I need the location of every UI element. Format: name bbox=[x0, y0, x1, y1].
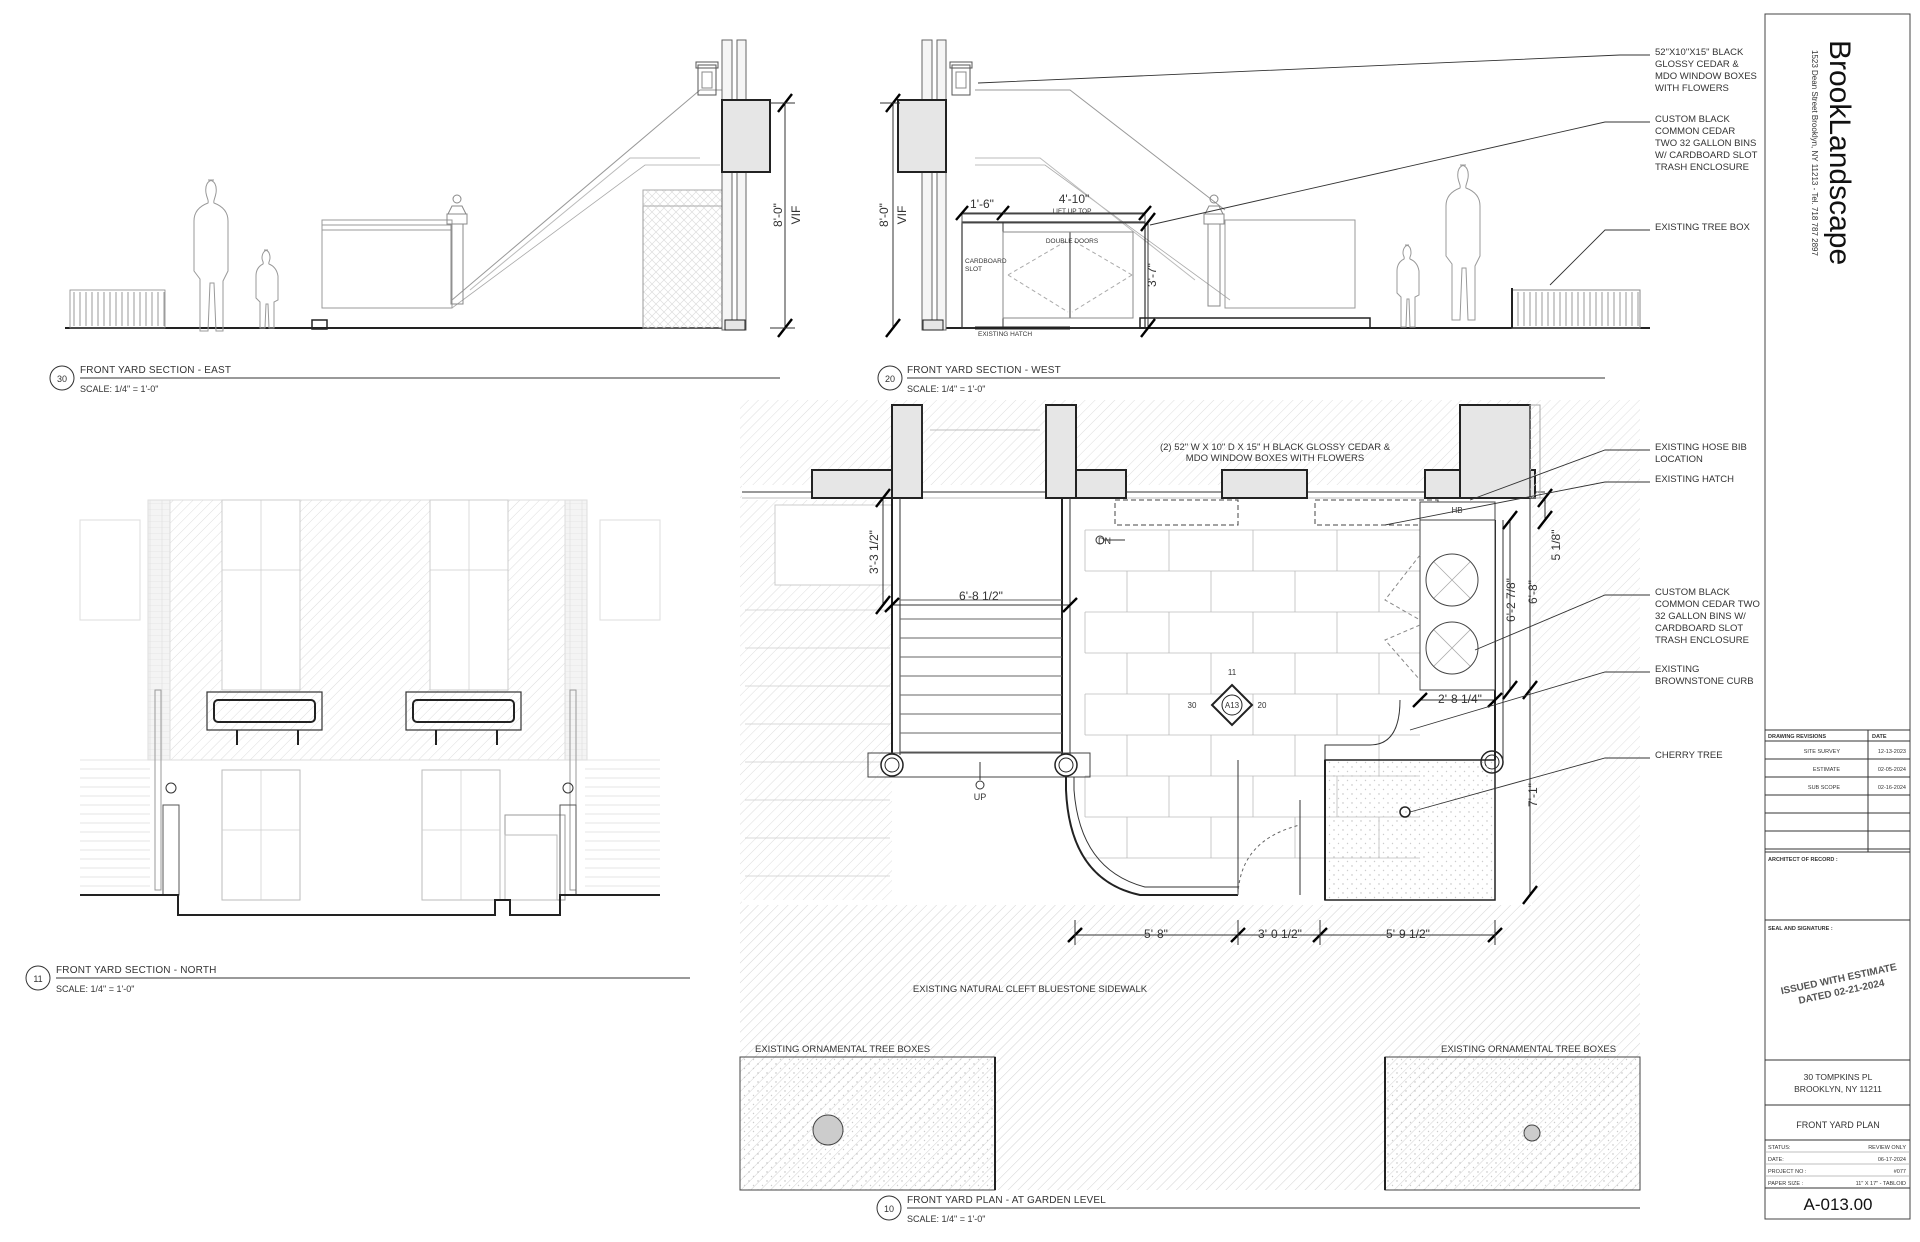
info-value: 06-17-2024 bbox=[1878, 1157, 1906, 1163]
cardboard-slot-label-1: CARDBOARD bbox=[965, 258, 1007, 265]
section-key-left: 30 bbox=[1188, 701, 1197, 710]
plan-3-0-dim: 3'-0 1/2" bbox=[1258, 927, 1302, 941]
callout-line: MDO WINDOW BOXES bbox=[1655, 71, 1757, 82]
callout-line: CUSTOM BLACK bbox=[1655, 114, 1730, 125]
callout-line: CHERRY TREE bbox=[1655, 750, 1723, 761]
lift-up-top-label: LIFT UP TOP bbox=[1053, 208, 1092, 215]
west-3-7-dim: 3'-7" bbox=[1145, 263, 1159, 287]
info-label: PROJECT NO : bbox=[1768, 1169, 1807, 1175]
existing-hatch-small-label: EXISTING HATCH bbox=[978, 331, 1032, 338]
plan-view-scale: SCALE: 1/4" = 1'-0" bbox=[907, 1214, 985, 1224]
callout-line: LOCATION bbox=[1655, 454, 1703, 465]
up-label: UP bbox=[974, 792, 987, 802]
east-height-dim: 8'-0" bbox=[771, 203, 785, 227]
plan-5-9-dim: 5'-9 1/2" bbox=[1386, 927, 1430, 941]
section-west: LIFT UP TOP DOUBLE DOORS CARDBOARD SLOT … bbox=[877, 39, 1650, 394]
info-label: PAPER SIZE : bbox=[1768, 1181, 1804, 1187]
north-view-scale: SCALE: 1/4" = 1'-0" bbox=[56, 984, 134, 994]
east-view-title: FRONT YARD SECTION - EAST bbox=[80, 365, 231, 376]
plan-2-8-dim: 2'-8 1/4" bbox=[1438, 692, 1482, 706]
west-view-scale: SCALE: 1/4" = 1'-0" bbox=[907, 384, 985, 394]
title-block: BrookLandscape 1523 Dean Street Brooklyn… bbox=[1764, 13, 1911, 1220]
west-1-6-dim: 1'-6" bbox=[970, 197, 994, 211]
plan-3-3-dim: 3'-3 1/2" bbox=[867, 530, 881, 574]
section-north: 11 FRONT YARD SECTION - NORTH SCALE: 1/4… bbox=[25, 499, 690, 994]
date-header: DATE bbox=[1872, 734, 1887, 740]
callout-line: EXISTING HATCH bbox=[1655, 474, 1734, 485]
seal-label: SEAL AND SIGNATURE : bbox=[1768, 926, 1833, 932]
east-view-scale: SCALE: 1/4" = 1'-0" bbox=[80, 384, 158, 394]
callout-line: CUSTOM BLACK bbox=[1655, 587, 1730, 598]
double-doors-label: DOUBLE DOORS bbox=[1046, 238, 1099, 245]
info-label: DATE: bbox=[1768, 1157, 1784, 1163]
revision-name: SITE SURVEY bbox=[1804, 749, 1841, 755]
cardboard-slot-label-2: SLOT bbox=[965, 266, 982, 273]
revision-date: 02-05-2024 bbox=[1878, 767, 1906, 773]
callout-line: W/ CARDBOARD SLOT bbox=[1655, 150, 1758, 161]
callout-line: EXISTING HOSE BIB bbox=[1655, 442, 1747, 453]
callout-line: EXISTING bbox=[1655, 664, 1699, 675]
plan-5-8-dim: 5'-8" bbox=[1144, 927, 1168, 941]
info-label: STATUS: bbox=[1768, 1145, 1791, 1151]
section-key-center: A13 bbox=[1225, 701, 1240, 710]
callout-line: WITH FLOWERS bbox=[1655, 83, 1729, 94]
revision-name: ESTIMATE bbox=[1813, 767, 1840, 773]
plan-7-1-dim: 7'-1" bbox=[1526, 783, 1540, 807]
callout-line: CARDBOARD SLOT bbox=[1655, 623, 1743, 634]
west-height-dim: 8'-0" bbox=[877, 203, 891, 227]
plan-6-2-7-8-dim: 6'-2 7/8" bbox=[1504, 578, 1518, 622]
west-view-title: FRONT YARD SECTION - WEST bbox=[907, 365, 1061, 376]
info-value: REVIEW ONLY bbox=[1868, 1145, 1906, 1151]
info-value: 11" X 17" - TABLOID bbox=[1856, 1181, 1906, 1187]
section-key-top: 11 bbox=[1228, 668, 1237, 677]
callout-line: TWO 32 GALLON BINS bbox=[1655, 138, 1756, 149]
sidewalk-label: EXISTING NATURAL CLEFT BLUESTONE SIDEWAL… bbox=[913, 984, 1148, 995]
callout-line: COMMON CEDAR TWO bbox=[1655, 599, 1760, 610]
callout-line: EXISTING TREE BOX bbox=[1655, 222, 1751, 233]
sheet-number: A-013.00 bbox=[1804, 1195, 1873, 1214]
plan-6-8-dim: 6'-8" bbox=[1526, 580, 1540, 604]
plan-5-1-8-dim: 5 1/8" bbox=[1549, 530, 1563, 561]
window-boxes-plan-label-2: MDO WINDOW BOXES WITH FLOWERS bbox=[1186, 453, 1364, 464]
plan-6-8-half-dim: 6'-8 1/2" bbox=[959, 589, 1003, 603]
window-boxes-plan-label-1: (2) 52" W X 10" D X 15" H BLACK GLOSSY C… bbox=[1160, 442, 1391, 453]
plan-view-number: 10 bbox=[884, 1204, 894, 1214]
project-address-2: BROOKLYN, NY 11211 bbox=[1794, 1084, 1882, 1094]
front-yard-plan: EXISTING NATURAL CLEFT BLUESTONE SIDEWAL… bbox=[739, 400, 1641, 1224]
firm-name: BrookLandscape bbox=[1823, 40, 1856, 265]
project-address-1: 30 TOMPKINS PL bbox=[1804, 1072, 1873, 1082]
revisions-header: DRAWING REVISIONS bbox=[1768, 734, 1826, 740]
callout-line: 52"X10"X15" BLACK bbox=[1655, 47, 1744, 58]
section-key-right: 20 bbox=[1258, 701, 1267, 710]
tree-boxes-right-label: EXISTING ORNAMENTAL TREE BOXES bbox=[1441, 1044, 1616, 1055]
sheet-title: FRONT YARD PLAN bbox=[1796, 1120, 1880, 1130]
east-view-number: 30 bbox=[57, 374, 67, 384]
east-vif-dim: VIF bbox=[789, 206, 803, 225]
revision-name: SUB SCOPE bbox=[1808, 785, 1840, 791]
callout-line: 32 GALLON BINS W/ bbox=[1655, 611, 1746, 622]
west-vif-dim: VIF bbox=[895, 206, 909, 225]
north-view-title: FRONT YARD SECTION - NORTH bbox=[56, 965, 217, 976]
firm-address: 1523 Dean Street Brooklyn, NY 11213 - Te… bbox=[1810, 50, 1819, 256]
tree-boxes-left-label: EXISTING ORNAMENTAL TREE BOXES bbox=[755, 1044, 930, 1055]
callout-line: TRASH ENCLOSURE bbox=[1655, 635, 1749, 646]
revision-date: 02-16-2024 bbox=[1878, 785, 1906, 791]
dn-label: DN bbox=[1098, 536, 1111, 546]
callout-line: TRASH ENCLOSURE bbox=[1655, 162, 1749, 173]
revision-date: 12-13-2023 bbox=[1878, 749, 1906, 755]
north-view-number: 11 bbox=[33, 974, 42, 984]
info-value: #077 bbox=[1894, 1169, 1906, 1175]
west-view-number: 20 bbox=[885, 374, 895, 384]
callout-line: GLOSSY CEDAR & bbox=[1655, 59, 1739, 70]
callout-line: BROWNSTONE CURB bbox=[1655, 676, 1754, 687]
plan-view-title: FRONT YARD PLAN - AT GARDEN LEVEL bbox=[907, 1195, 1106, 1206]
callout-line: COMMON CEDAR bbox=[1655, 126, 1735, 137]
section-east: 8'-0" VIF 30 FRONT YARD SECTION - EAST S… bbox=[49, 39, 803, 394]
architect-label: ARCHITECT OF RECORD : bbox=[1768, 857, 1838, 863]
west-4-10-dim: 4'-10" bbox=[1059, 192, 1090, 206]
